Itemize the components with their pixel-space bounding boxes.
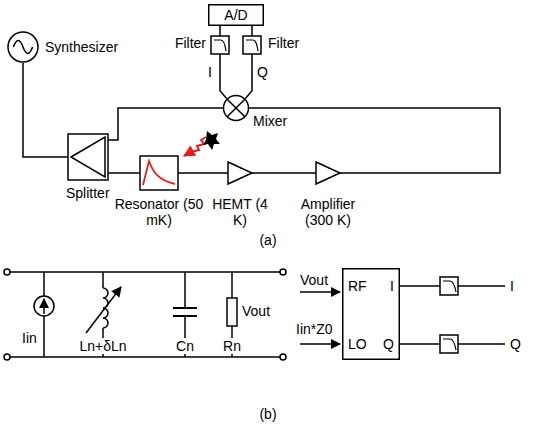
node-label: Resonator (50 mK) <box>114 196 204 228</box>
node-label: RF <box>348 278 367 294</box>
signal-wire <box>249 108 500 173</box>
iq-mixer-box: RF LO I Q <box>342 268 400 360</box>
signal-wire <box>219 26 221 36</box>
component-label: Iin <box>21 330 38 346</box>
node-label: Filter <box>268 35 299 51</box>
panel-label: (b) <box>259 406 276 422</box>
room-temp-amplifier <box>316 162 340 184</box>
signal-name: I <box>510 278 514 294</box>
ad-converter-box: A/D <box>208 4 264 26</box>
resonator-box: Resonator (50 mK) <box>140 156 178 190</box>
node-label: I <box>390 278 394 294</box>
room-temp-amplifier: Amplifier (300 K) <box>316 162 340 184</box>
output-filters <box>400 277 505 353</box>
signal-wire <box>178 172 228 174</box>
panel-label: (a) <box>259 232 276 248</box>
filter-box: Filter <box>243 36 261 54</box>
splitter-symbol: Splitter <box>68 134 108 180</box>
component-label: Rn <box>222 338 242 354</box>
signal-name: Vout <box>300 272 328 288</box>
hemt-amplifier: HEMT (4 K) <box>228 162 252 184</box>
filter-box: Filter <box>211 36 229 54</box>
signal-wire <box>251 26 253 36</box>
node-label: Amplifier (300 K) <box>293 196 363 228</box>
mixer-symbol <box>223 95 249 121</box>
node-label: Synthesizer <box>45 39 118 55</box>
synthesizer-symbol: Synthesizer <box>7 31 39 63</box>
signal-name: Iin*Z0 <box>296 321 333 337</box>
splitter-symbol <box>68 134 108 180</box>
signal-wire <box>23 63 68 157</box>
signal-name: Q <box>257 64 268 80</box>
signal-wire <box>108 108 223 140</box>
synthesizer-symbol <box>7 31 39 63</box>
node-label: Splitter <box>66 185 110 201</box>
hemt-amplifier <box>228 162 252 184</box>
resonator-circuit <box>4 269 286 360</box>
signal-wire <box>220 54 227 99</box>
filter-box <box>211 36 229 54</box>
node-label: LO <box>348 336 367 352</box>
photon-arrow <box>184 137 206 156</box>
node-label: Filter <box>175 35 206 51</box>
signal-wire <box>245 54 252 99</box>
node-label: Q <box>383 336 394 352</box>
signal-name: Q <box>510 336 521 352</box>
node-label: HEMT (4 K) <box>210 196 270 228</box>
signal-wire <box>252 172 316 174</box>
resonator-box <box>140 156 178 190</box>
filter-box <box>243 36 261 54</box>
particle-icon <box>203 131 220 150</box>
signal-name: Vout <box>242 303 270 319</box>
component-label: Ln+δLn <box>78 338 127 354</box>
node-label: Mixer <box>253 113 287 129</box>
node-label: A/D <box>224 7 247 23</box>
component-label: Cn <box>175 338 195 354</box>
mixer-symbol: Mixer <box>223 95 249 121</box>
signal-name: I <box>208 64 212 80</box>
signal-wire <box>108 172 140 174</box>
